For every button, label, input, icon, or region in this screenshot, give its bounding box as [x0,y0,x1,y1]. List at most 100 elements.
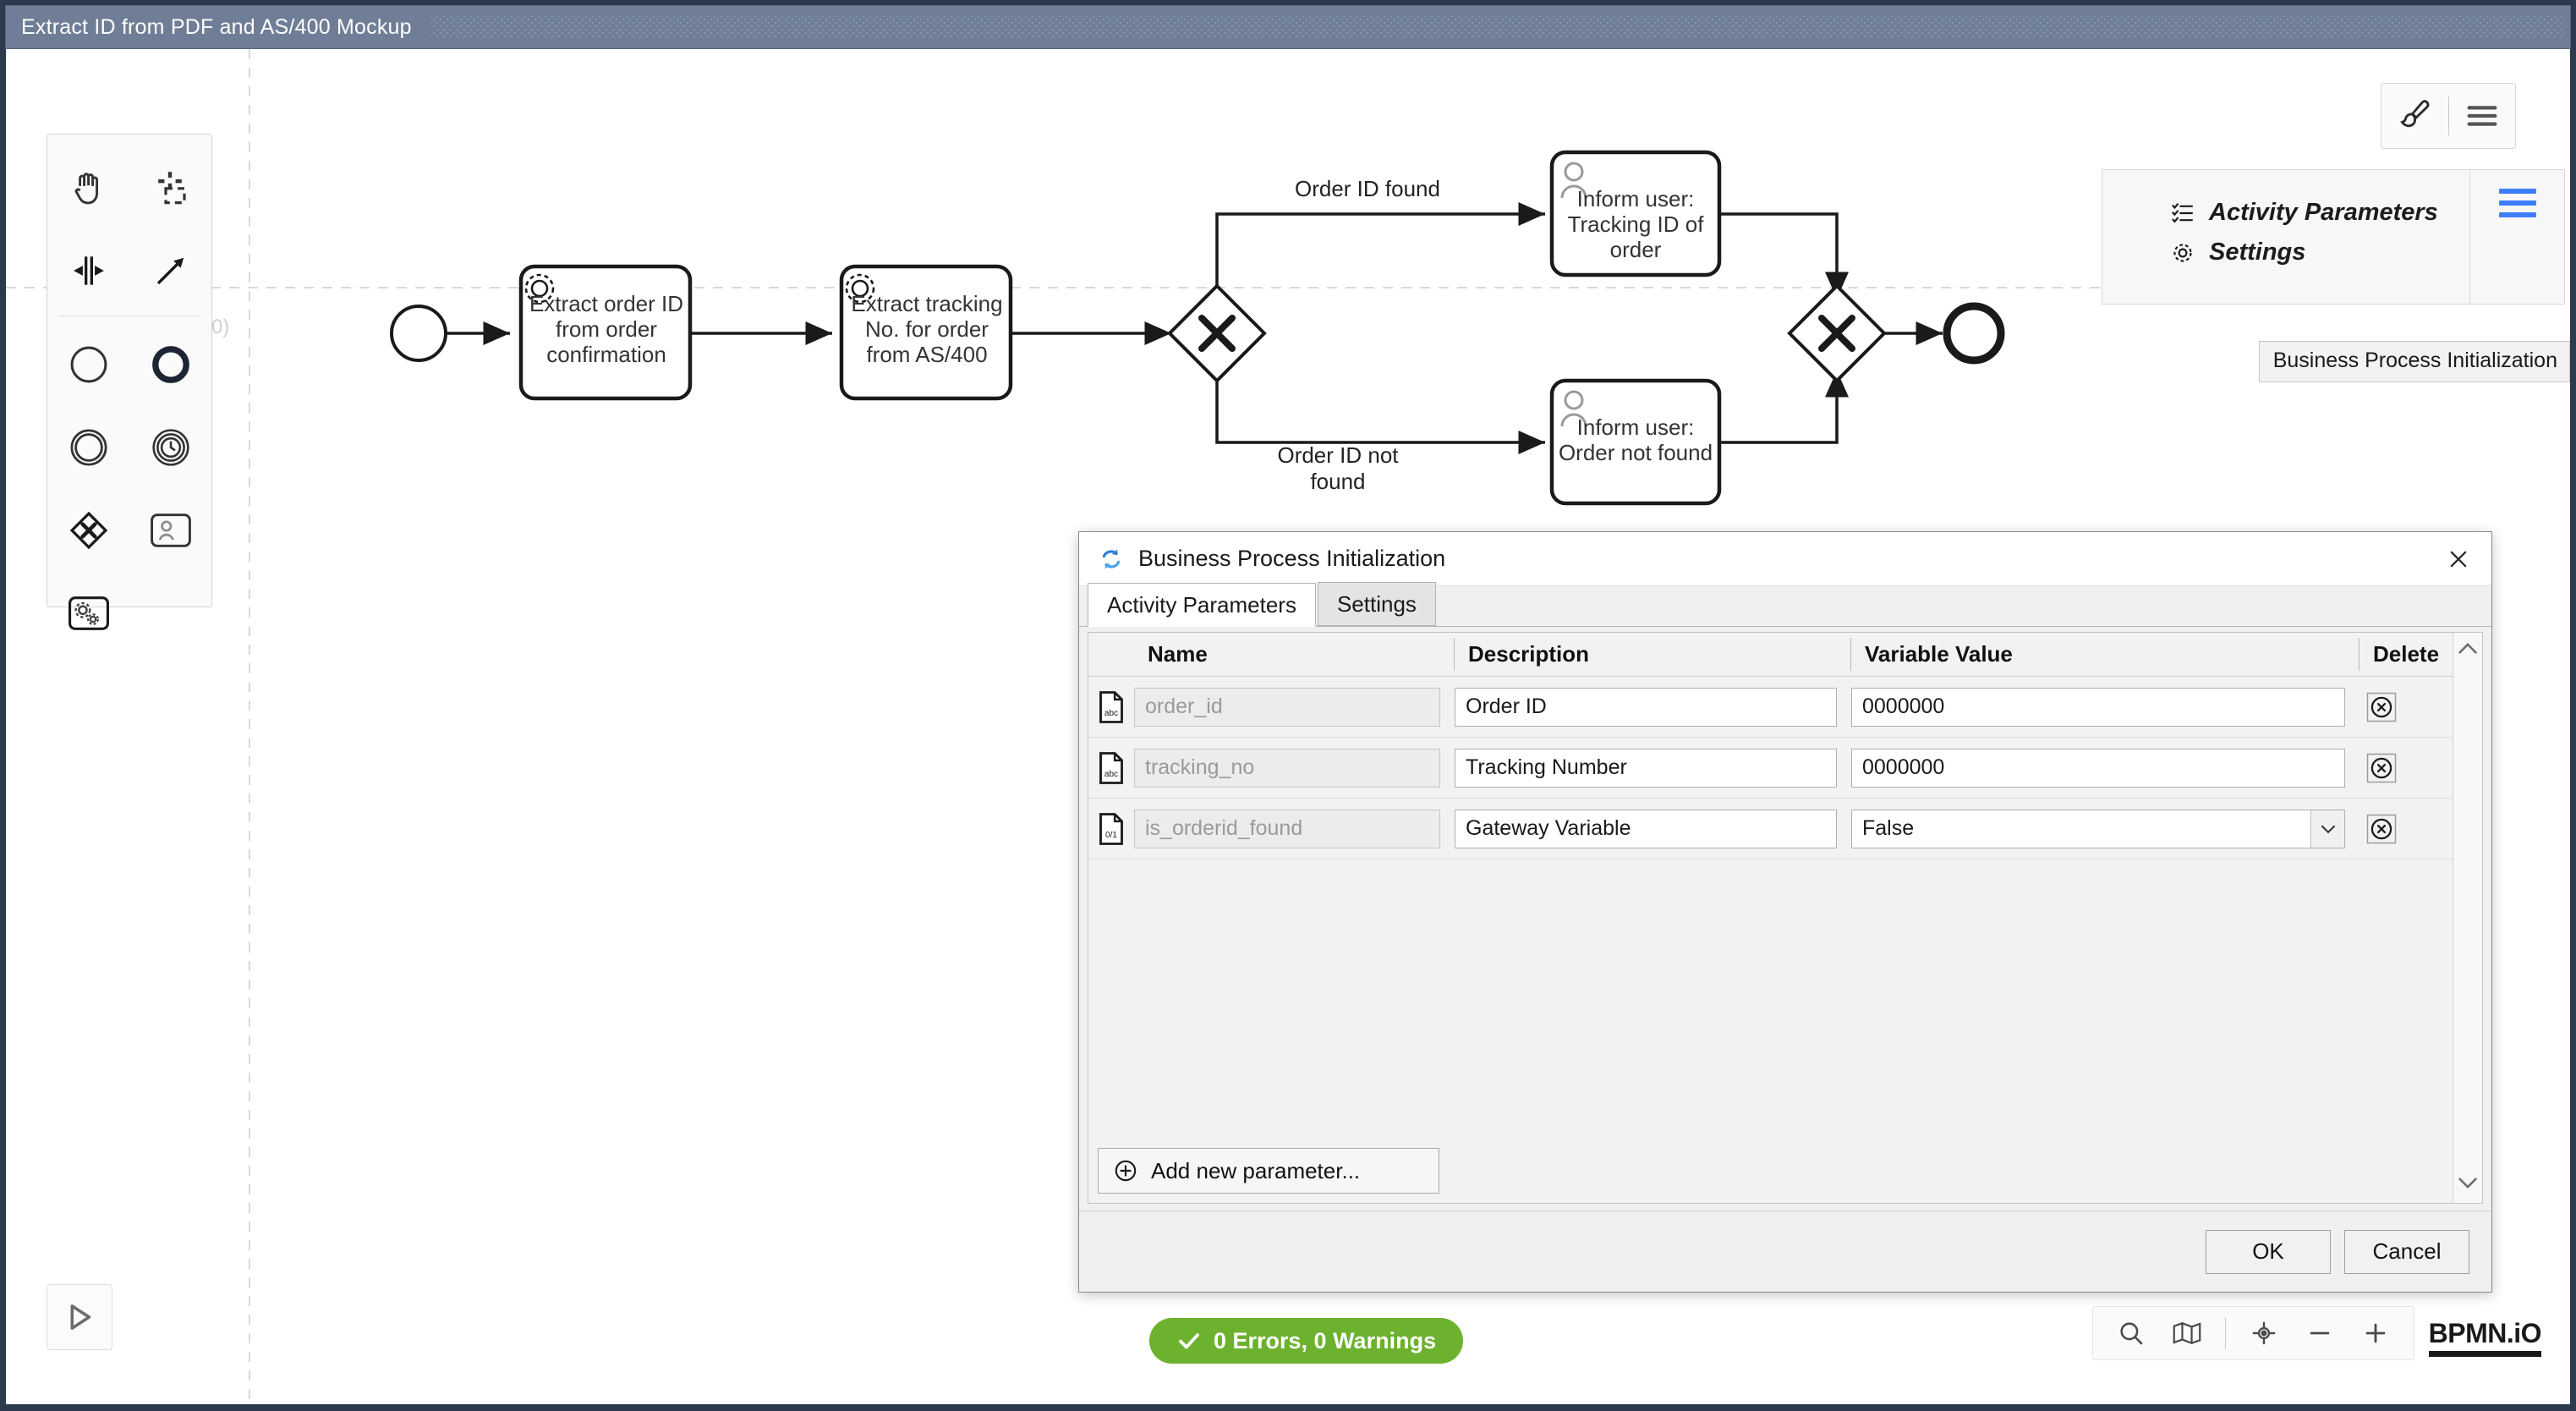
palette-intermediate-event[interactable] [47,406,129,489]
zoom-out-button[interactable] [2295,1311,2344,1355]
dialog-footer: OK Cancel [1079,1211,2491,1292]
boolean-variable-icon: 0/1 [1099,812,1123,845]
svg-text:abc: abc [1104,770,1118,779]
palette-exclusive-gateway[interactable] [47,489,129,572]
lasso-select-icon [157,172,186,205]
parameters-table: Name Description Variable Value Delete [1088,632,2483,1204]
tab-activity-parameters[interactable]: Activity Parameters [1088,583,1316,627]
service-task-1-label: Extract order ID from order confirmation [529,291,684,368]
user-task-1 [1549,150,1722,277]
parameter-description-input[interactable] [1455,748,1837,788]
map-icon [2173,1322,2201,1344]
gear-icon [2173,243,2192,262]
parameter-value-input[interactable] [1851,748,2345,788]
scroll-down-button[interactable] [2458,1175,2478,1194]
select-dropdown-arrow[interactable] [2310,810,2344,848]
start-event [390,305,447,362]
tooltip: Business Process Initialization [2258,341,2570,382]
reset-viewport-button[interactable] [2239,1311,2288,1355]
row-type-icon-cell: 0/1 [1088,812,1134,846]
delete-circle-icon [2366,753,2397,782]
axis-vertical [249,49,250,1404]
palette-lasso-tool[interactable] [129,146,211,229]
status-badge[interactable]: 0 Errors, 0 Warnings [1149,1318,1464,1364]
business-process-initialization-dialog: Business Process Initialization Activity… [1078,531,2492,1293]
bpmn-io-logo[interactable]: BPMN.iO [2428,1318,2542,1357]
parameter-value-input[interactable] [1851,687,2345,727]
double-circle-icon [69,429,107,466]
table-row: 0/1 [1088,799,2453,859]
palette-start-event[interactable] [47,323,129,406]
zoom-in-button[interactable] [2351,1311,2400,1355]
exclusive-gateway-1 [1167,283,1267,383]
add-new-parameter-button[interactable]: Add new parameter... [1098,1148,1439,1194]
palette-space-tool[interactable] [47,229,129,312]
zoom-divider [2225,1317,2226,1349]
dialog-title-bar: Business Process Initialization [1079,532,2491,586]
context-menu-label-activity-parameters: Activity Parameters [2209,199,2438,226]
row-type-icon-cell: abc [1088,751,1134,785]
parameter-value-select[interactable] [1851,809,2345,848]
axis-horizontal [6,287,2570,288]
palette-service-task[interactable] [47,572,129,655]
cancel-button[interactable]: Cancel [2344,1229,2469,1274]
toolbar-divider [2447,96,2449,135]
flow-label-order-id-found: Order ID found [1295,176,1440,201]
minimap-button[interactable] [2162,1311,2212,1355]
status-text: 0 Errors, 0 Warnings [1214,1327,1437,1353]
parameter-name-input[interactable] [1134,748,1440,788]
chevron-up-icon [2458,643,2477,654]
check-icon [1179,1333,1199,1349]
palette-timer-event[interactable] [129,406,211,489]
table-scrollbar[interactable] [2453,633,2482,1203]
dialog-close-button[interactable] [2437,541,2480,578]
close-icon [2450,551,2467,567]
palette-user-task[interactable] [129,489,211,572]
column-header-delete: Delete [2373,641,2440,667]
palette-connect-tool[interactable] [129,229,211,312]
chevron-down-icon [2458,1178,2477,1189]
parameter-value-select-wrap [1851,809,2345,848]
crosshair-icon [2252,1321,2276,1345]
svg-text:0/1: 0/1 [1105,831,1117,840]
dialog-title: Business Process Initialization [1138,546,1446,571]
column-header-variable-value: Variable Value [1865,641,2013,667]
add-new-parameter-label: Add new parameter... [1151,1157,1361,1183]
diagram-canvas[interactable]: 0) [6,49,2570,1404]
user-task-2 [1549,378,1722,506]
delete-parameter-button[interactable] [2362,688,2401,727]
title-bar-texture [430,16,2565,38]
element-context-menu: Activity Parameters Settings [2102,169,2565,305]
context-menu-label-settings: Settings [2209,239,2306,266]
palette-hand-tool[interactable] [47,146,129,229]
play-icon [70,1304,91,1330]
search-button[interactable] [2107,1311,2156,1355]
context-menu-hamburger-button[interactable] [2498,189,2536,224]
delete-parameter-button[interactable] [2362,810,2401,848]
string-variable-icon: abc [1099,751,1123,784]
delete-parameter-button[interactable] [2362,749,2401,788]
tab-settings[interactable]: Settings [1317,582,1436,626]
user-task-2-label: Inform user: Order not found [1558,415,1713,466]
parameter-description-input[interactable] [1455,687,1837,727]
context-menu-item-activity-parameters[interactable]: Activity Parameters [2170,199,2469,227]
space-tool-icon [73,256,104,285]
parameter-name-input[interactable] [1134,809,1440,848]
ok-button[interactable]: OK [2206,1229,2331,1274]
scroll-up-button[interactable] [2458,641,2478,661]
context-menu-item-settings[interactable]: Settings [2170,239,2469,266]
window-title: Extract ID from PDF and AS/400 Mockup [21,14,412,39]
canvas-menu-button[interactable] [2449,84,2516,148]
paint-button[interactable] [2381,84,2448,148]
parameter-description-input[interactable] [1455,809,1837,848]
circle-thick-icon [151,346,189,383]
run-simulation-button[interactable] [47,1284,112,1350]
window-title-bar: Extract ID from PDF and AS/400 Mockup [5,5,2571,49]
parameter-name-input[interactable] [1134,687,1440,727]
user-task-1-label: Inform user: Tracking ID of order [1567,186,1704,263]
element-palette[interactable] [47,134,212,630]
palette-end-event[interactable] [129,323,211,406]
user-task-icon [150,513,191,547]
plus-circle-icon [1115,1160,1137,1182]
